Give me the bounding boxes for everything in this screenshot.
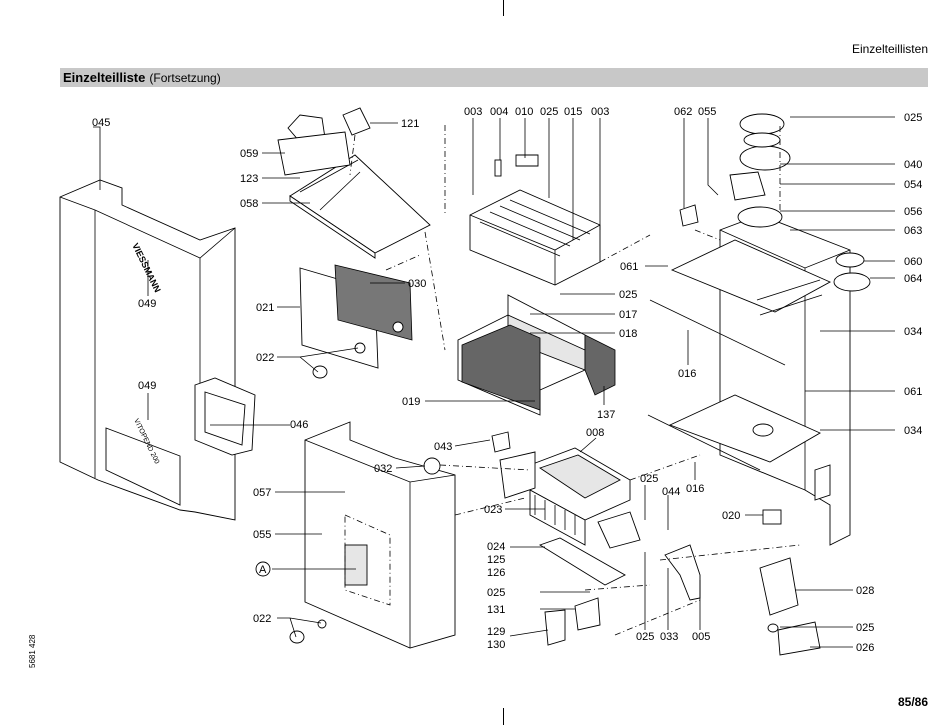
heat-exchanger bbox=[469, 154, 601, 286]
callout-025d: 025 bbox=[487, 587, 505, 599]
callout-026: 026 bbox=[856, 642, 874, 654]
assembly-lines bbox=[349, 125, 801, 636]
crop-mark-bottom bbox=[503, 708, 504, 725]
callout-017: 017 bbox=[619, 309, 637, 321]
lower-casing bbox=[289, 421, 456, 649]
callout-046: 046 bbox=[290, 419, 308, 431]
callout-057: 057 bbox=[253, 487, 271, 499]
callout-019: 019 bbox=[402, 396, 420, 408]
callout-022b: 022 bbox=[253, 613, 271, 625]
callout-033-bottom: 033 bbox=[660, 631, 678, 643]
callout-025-bottom: 025 bbox=[636, 631, 654, 643]
callout-030: 030 bbox=[408, 278, 426, 290]
callout-025c: 025 bbox=[640, 473, 658, 485]
callout-003-top-b: 003 bbox=[591, 106, 609, 118]
callout-A: A bbox=[259, 564, 267, 576]
callout-049b: 049 bbox=[138, 380, 156, 392]
callout-062-top: 062 bbox=[674, 106, 692, 118]
callout-015-top: 015 bbox=[564, 106, 582, 118]
callout-034-right-a: 034 bbox=[904, 326, 922, 338]
title-text: Einzelteilliste bbox=[63, 70, 146, 85]
callout-016a: 016 bbox=[678, 368, 696, 380]
callout-064: 064 bbox=[904, 273, 922, 285]
callout-137: 137 bbox=[597, 409, 615, 421]
callout-061: 061 bbox=[620, 261, 638, 273]
callout-024: 024 bbox=[487, 541, 505, 553]
callout-025-top: 025 bbox=[540, 106, 558, 118]
callout-130: 130 bbox=[487, 639, 505, 651]
callout-023: 023 bbox=[484, 504, 502, 516]
callout-025-right-b: 025 bbox=[856, 622, 874, 634]
callout-022a: 022 bbox=[256, 352, 274, 364]
callout-003-top-a: 003 bbox=[464, 106, 482, 118]
callout-034-right-b: 034 bbox=[904, 425, 922, 437]
callout-025-right-a: 025 bbox=[904, 112, 922, 124]
callout-021: 021 bbox=[256, 302, 274, 314]
page-number: 85/86 bbox=[897, 695, 928, 709]
callout-055: 055 bbox=[253, 529, 271, 541]
callout-labels: 045 049 049 046 059 123 058 121 021 030 … bbox=[92, 106, 922, 654]
callout-126: 126 bbox=[487, 567, 505, 579]
callout-043: 043 bbox=[434, 441, 452, 453]
leader-lines bbox=[93, 116, 895, 648]
callout-054: 054 bbox=[904, 179, 922, 191]
callout-005-bottom: 005 bbox=[692, 631, 710, 643]
gas-valve bbox=[759, 557, 821, 656]
callout-049a: 049 bbox=[138, 298, 156, 310]
page-title: Einzelteilliste(Fortsetzung) bbox=[63, 70, 221, 85]
top-hood-assembly bbox=[277, 107, 431, 259]
callout-004-top: 004 bbox=[490, 106, 508, 118]
boiler-frame bbox=[647, 113, 871, 546]
callout-131: 131 bbox=[487, 604, 505, 616]
callout-121: 121 bbox=[401, 118, 419, 130]
front-casing: VIESSMANN VITOPEND 200 bbox=[59, 179, 236, 521]
callout-061-right: 061 bbox=[904, 386, 922, 398]
callout-028: 028 bbox=[856, 585, 874, 597]
callout-044: 044 bbox=[662, 486, 680, 498]
callout-018: 018 bbox=[619, 328, 637, 340]
callout-060: 060 bbox=[904, 256, 922, 268]
callout-025b: 025 bbox=[619, 289, 637, 301]
side-panels bbox=[299, 264, 413, 379]
burner-assembly bbox=[423, 431, 701, 646]
callout-058: 058 bbox=[240, 198, 258, 210]
title-subtitle: (Fortsetzung) bbox=[149, 71, 221, 85]
callout-008: 008 bbox=[586, 427, 604, 439]
title-band: Einzelteilliste(Fortsetzung) bbox=[60, 68, 928, 87]
callout-059: 059 bbox=[240, 148, 258, 160]
callout-040: 040 bbox=[904, 159, 922, 171]
callout-125: 125 bbox=[487, 554, 505, 566]
combustion-chamber bbox=[457, 294, 616, 416]
callout-123: 123 bbox=[240, 173, 258, 185]
callout-045: 045 bbox=[92, 117, 110, 129]
callout-056: 056 bbox=[904, 206, 922, 218]
callout-020: 020 bbox=[722, 510, 740, 522]
callout-032: 032 bbox=[374, 463, 392, 475]
callout-063: 063 bbox=[904, 225, 922, 237]
crop-mark-top bbox=[503, 0, 504, 16]
callout-055-top: 055 bbox=[698, 106, 716, 118]
callout-129: 129 bbox=[487, 626, 505, 638]
duct-part-046 bbox=[194, 377, 256, 456]
callout-010-top: 010 bbox=[515, 106, 533, 118]
document-number: 5681 428 bbox=[28, 634, 37, 668]
section-header: Einzelteillisten bbox=[851, 42, 928, 56]
callout-016b: 016 bbox=[686, 483, 704, 495]
